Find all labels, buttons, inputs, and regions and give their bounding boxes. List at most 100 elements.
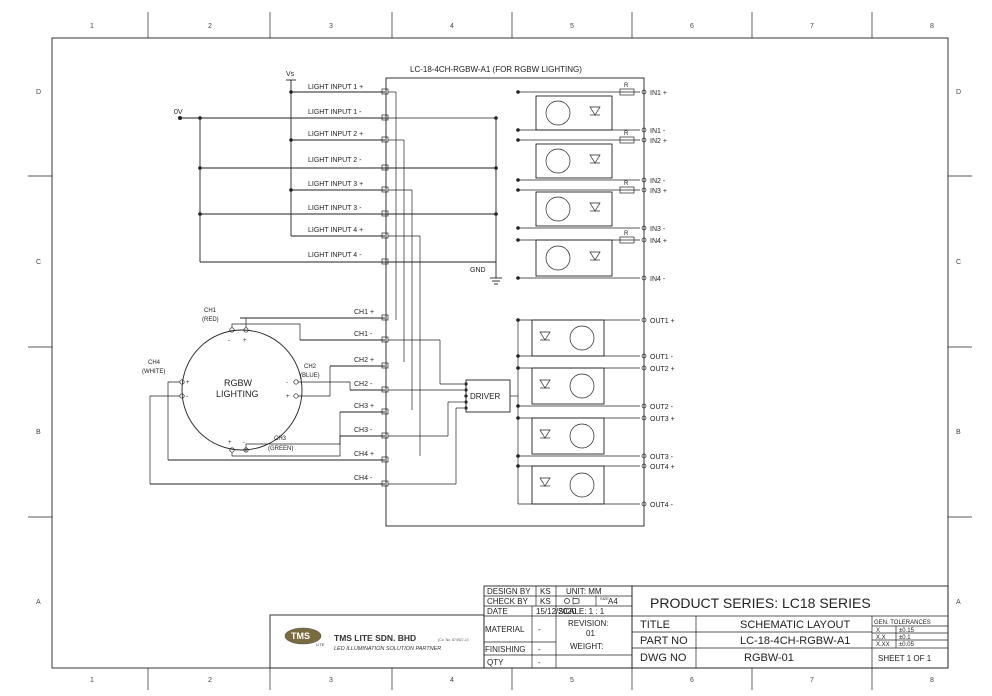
light-input-lines: LIGHT INPUT 1 + LIGHT INPUT 1 - LIGHT IN… <box>198 84 502 285</box>
in1-minus: IN1 - <box>650 128 666 135</box>
ch1-minus-sym: - <box>228 338 230 344</box>
grid-col-2: 2 <box>208 23 212 30</box>
ch3-minus-label: CH3 - <box>354 427 373 434</box>
out3-plus: OUT3 + <box>650 416 675 423</box>
projection-symbol-icon <box>564 598 570 604</box>
size-label: SIZE <box>600 596 609 601</box>
light-input-2-plus: LIGHT INPUT 2 + <box>308 131 363 138</box>
scale-value: SCALE: 1 : 1 <box>558 607 605 616</box>
ch3-color: (GREEN) <box>268 446 293 452</box>
tol-x-label: X <box>876 628 880 634</box>
tol-xx-value: ±0.1 <box>899 635 911 641</box>
light-input-1-minus: LIGHT INPUT 1 - <box>308 109 362 116</box>
company-tagline: LED ILLUMINATION SOLUTION PARTNER <box>334 646 441 652</box>
ch2-plus-label: CH2 + <box>354 357 374 364</box>
dwg-no-value: RGBW-01 <box>744 652 794 664</box>
ch1-name: CH1 <box>204 308 217 314</box>
ch1-plus-sym: + <box>243 338 247 344</box>
ch2-color: (BLUE) <box>300 373 320 379</box>
grid-col-1-bottom: 1 <box>90 677 94 684</box>
tol-xxx-value: ±0.05 <box>899 642 915 648</box>
ch3-name: CH3 <box>274 436 287 442</box>
product-series: PRODUCT SERIES: LC18 SERIES <box>650 595 871 611</box>
out1-plus: OUT1 + <box>650 318 675 325</box>
grid-col-5-bottom: 5 <box>570 677 574 684</box>
light-input-3-minus: LIGHT INPUT 3 - <box>308 205 362 212</box>
out2-plus: OUT2 + <box>650 366 675 373</box>
grid-row-a-right: A <box>956 599 961 606</box>
grid-col-8-bottom: 8 <box>930 677 934 684</box>
ch4-minus-label: CH4 - <box>354 475 373 482</box>
ch4-minus-sym: - <box>186 394 188 400</box>
driver-label: DRIVER <box>470 392 500 401</box>
controller-box <box>385 77 645 527</box>
tol-xx-label: X.X <box>876 635 886 641</box>
in4-plus: IN4 + <box>650 238 667 245</box>
lighting-label-1: RGBW <box>224 378 253 388</box>
light-input-1-plus: LIGHT INPUT 1 + <box>308 84 363 91</box>
grid-row-d: D <box>36 89 41 96</box>
light-input-3-plus: LIGHT INPUT 3 + <box>308 181 363 188</box>
r2-label: R <box>624 131 629 137</box>
weight-label: WEIGHT: <box>570 642 603 651</box>
grid-col-3-bottom: 3 <box>329 677 333 684</box>
check-by-label: CHECK BY <box>487 597 529 606</box>
out4-plus: OUT4 + <box>650 464 675 471</box>
tol-x-value: ±0.15 <box>899 628 915 634</box>
part-no-value: LC-18-4CH-RGBW-A1 <box>740 635 850 647</box>
finishing-value: - <box>538 645 541 654</box>
company-logo-sub: LITE <box>316 642 325 647</box>
ch4-plus-sym: + <box>186 380 190 386</box>
grid-col-7: 7 <box>810 23 814 30</box>
grid-row-a: A <box>36 599 41 606</box>
output-optocouplers <box>516 318 640 505</box>
design-by-label: DESIGN BY <box>487 587 531 596</box>
dwg-no-label: DWG NO <box>640 652 687 664</box>
light-input-2-minus: LIGHT INPUT 2 - <box>308 157 362 164</box>
company-reg: (Co. No. 874927-U) <box>438 638 469 642</box>
ch2-minus-label: CH2 - <box>354 381 373 388</box>
in1-plus: IN1 + <box>650 90 667 97</box>
ch2-plus-sym: + <box>286 394 290 400</box>
grid-col-8: 8 <box>930 23 934 30</box>
ch4-plus-label: CH4 + <box>354 451 374 458</box>
out3-minus: OUT3 - <box>650 454 674 461</box>
r3-label: R <box>624 181 629 187</box>
company-logo-text: TMS <box>291 631 310 641</box>
gen-tolerances-label: GEN. TOLERANCES <box>874 620 931 626</box>
vs-label: Vs <box>286 71 295 78</box>
grid-row-c-right: C <box>956 259 961 266</box>
controller-title: LC-18-4CH-RGBW-A1 (FOR RGBW LIGHTING) <box>410 65 582 74</box>
grid-col-1: 1 <box>90 23 94 30</box>
r4-label: R <box>624 231 629 237</box>
material-value: - <box>538 625 541 634</box>
title-value: SCHEMATIC LAYOUT <box>740 619 850 631</box>
company-logo-icon <box>284 627 322 645</box>
grid-labels: 1 2 3 4 5 6 7 8 1 2 3 4 5 6 7 8 D C B A … <box>36 23 961 684</box>
design-by-value: KS <box>540 587 551 596</box>
grid-col-2-bottom: 2 <box>208 677 212 684</box>
gnd-label: GND <box>470 267 486 274</box>
in2-plus: IN2 + <box>650 138 667 145</box>
tol-xxx-label: X.XX <box>876 642 890 648</box>
ch2-minus-sym: - <box>286 380 288 386</box>
part-no-label: PART NO <box>640 635 688 647</box>
size-value: A4 <box>608 597 618 606</box>
rgbw-lighting: RGBW LIGHTING CH1 (RED) CH2 (BLUE) CH3 (… <box>142 308 385 484</box>
sheet-value: SHEET 1 OF 1 <box>878 654 932 663</box>
output-terminals: OUT1 + OUT1 - OUT2 + OUT2 - OUT3 + OUT3 … <box>641 317 675 509</box>
driver-block: DRIVER <box>464 379 511 413</box>
input-terminals: IN1 + IN1 - IN2 + IN2 - IN3 + IN3 - IN4 … <box>641 89 667 283</box>
lighting-label-2: LIGHTING <box>216 389 259 399</box>
grid-col-4: 4 <box>450 23 454 30</box>
unit-value: UNIT: MM <box>566 587 602 596</box>
grid-row-b-right: B <box>956 429 961 436</box>
qty-value: - <box>538 658 541 667</box>
grid-col-5: 5 <box>570 23 574 30</box>
out1-minus: OUT1 - <box>650 354 674 361</box>
date-value: 15/12/2020 <box>536 607 577 616</box>
grid-col-3: 3 <box>329 23 333 30</box>
ch4-name: CH4 <box>148 360 161 366</box>
date-label: DATE <box>487 607 508 616</box>
